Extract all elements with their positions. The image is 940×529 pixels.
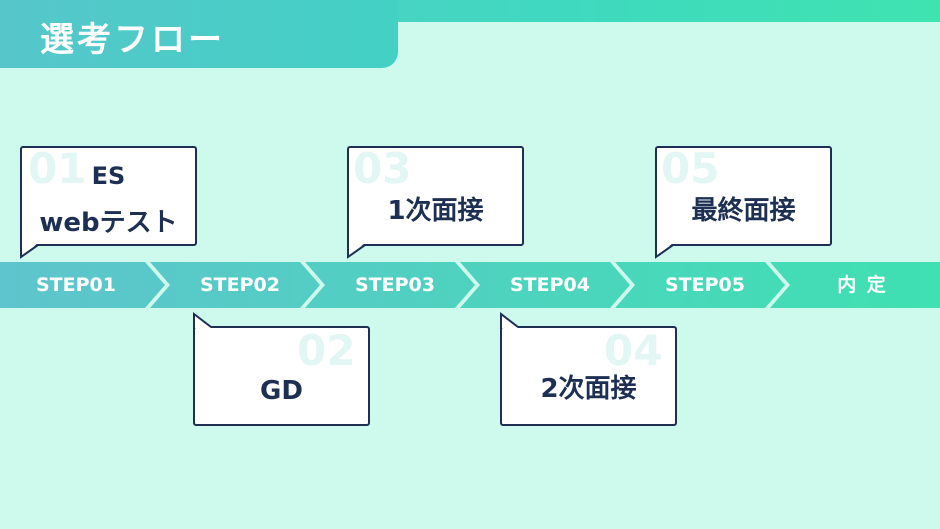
callout-number: 04 bbox=[604, 326, 663, 375]
callout-text: GD bbox=[260, 376, 303, 406]
step-flow-bar bbox=[0, 262, 940, 308]
callout-step-02: 02 GD bbox=[193, 326, 370, 426]
callout-number: 02 bbox=[297, 326, 356, 375]
callout-text: 最終面接 bbox=[691, 196, 796, 226]
callout-pointer bbox=[655, 243, 674, 259]
callout-number: 01 bbox=[28, 144, 87, 193]
page-title: 選考フロー bbox=[40, 20, 225, 60]
callout-pointer bbox=[20, 243, 39, 259]
callout-pointer bbox=[193, 311, 212, 329]
title-tab: 選考フロー bbox=[0, 0, 398, 68]
step-chevron-2 bbox=[150, 262, 320, 308]
callout-number: 05 bbox=[661, 144, 720, 193]
callout-pointer bbox=[500, 311, 519, 329]
step-label-2: STEP02 bbox=[200, 274, 280, 296]
callout-step-04: 04 2次面接 bbox=[500, 326, 677, 426]
callout-text-line2: webテスト bbox=[39, 208, 178, 238]
step-label-5: STEP05 bbox=[665, 274, 745, 296]
step-chevron-1 bbox=[0, 262, 165, 308]
step-label-6: 内 定 bbox=[837, 274, 888, 296]
callout-text: 1次面接 bbox=[387, 196, 484, 226]
callout-step-05: 05 最終面接 bbox=[655, 146, 832, 246]
step-label-3: STEP03 bbox=[355, 274, 435, 296]
step-chevron-5 bbox=[615, 262, 785, 308]
step-chevron-6 bbox=[770, 262, 940, 308]
step-label-1: STEP01 bbox=[36, 274, 116, 296]
step-label-4: STEP04 bbox=[510, 274, 590, 296]
callout-text-line1: ES bbox=[91, 162, 126, 190]
step-chevron-4 bbox=[460, 262, 630, 308]
callout-step-01: 01 ES webテスト bbox=[20, 146, 197, 246]
callout-number: 03 bbox=[353, 144, 412, 193]
step-chevron-3 bbox=[305, 262, 475, 308]
callout-step-03: 03 1次面接 bbox=[347, 146, 524, 246]
callout-pointer bbox=[347, 243, 366, 259]
callout-text: 2次面接 bbox=[540, 374, 637, 404]
